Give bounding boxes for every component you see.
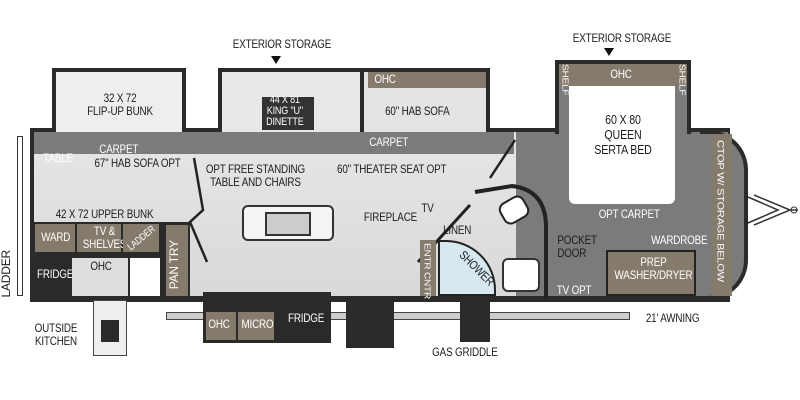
tv-label: TV bbox=[421, 201, 434, 215]
queen-label: 60 X 80 QUEEN SERTA BED bbox=[594, 112, 652, 157]
table-label: TABLE bbox=[43, 151, 73, 165]
ohc-kitchen bbox=[206, 312, 236, 340]
outdoor-kitchen-sink bbox=[72, 258, 128, 296]
outside-kitchen-label: OUTSIDE KITCHEN bbox=[34, 321, 78, 348]
washer-dryer bbox=[606, 250, 696, 296]
ohc-bunk-label: OHC bbox=[90, 259, 112, 273]
dinette-label: 44 X 81 KING "U" DINETTE bbox=[266, 94, 304, 128]
queen-bed bbox=[569, 86, 675, 204]
awning-label: 21' AWNING bbox=[645, 311, 700, 325]
bunk-cabinet bbox=[130, 258, 160, 296]
ctop-label: CTOP W/ STORAGE BELOW bbox=[714, 140, 725, 282]
carpet-strip bbox=[34, 132, 514, 154]
prep-wd-label: PREP WASHER/DRYER bbox=[614, 255, 693, 282]
arrow-down-icon bbox=[271, 56, 281, 64]
tv-shelves-label: TV & SHELVES bbox=[82, 224, 127, 251]
exterior-storage-1-label: EXTERIOR STORAGE bbox=[232, 37, 332, 51]
ward-label: WARD bbox=[41, 230, 71, 244]
pantry-label: PAN TRY bbox=[167, 240, 181, 290]
entertainment-center bbox=[420, 240, 436, 296]
fridge-bunk-label: FRIDGE bbox=[36, 267, 74, 281]
microwave bbox=[238, 312, 274, 340]
awning bbox=[166, 312, 630, 320]
countertop bbox=[712, 134, 732, 296]
entr-cntr-label: ENTR CNTR bbox=[421, 243, 432, 299]
shelf-right-label: SHELF bbox=[676, 64, 687, 96]
carpet-left-label: CARPET bbox=[99, 142, 139, 156]
theater-label: 60" THEATER SEAT OPT bbox=[337, 162, 447, 176]
bathroom-sink bbox=[502, 258, 540, 292]
ohc-sofa-label: OHC bbox=[374, 72, 396, 86]
micro-label: MICRO bbox=[241, 317, 274, 331]
fireplace-label: FIREPLACE bbox=[363, 210, 418, 224]
outside-kitchen bbox=[93, 300, 127, 356]
fridge-main-label: FRIDGE bbox=[287, 311, 325, 325]
pantry bbox=[166, 225, 188, 296]
ohc-kitchen-label: OHC bbox=[208, 317, 230, 331]
entry-steps bbox=[346, 300, 394, 348]
opt-carpet-label: OPT CARPET bbox=[598, 207, 660, 221]
ohc-bed-label: OHC bbox=[610, 67, 632, 81]
flip-up-bunk bbox=[52, 68, 186, 132]
carpet-mid-label: CARPET bbox=[369, 135, 409, 149]
sink-icon bbox=[265, 212, 311, 236]
gas-griddle-label: GAS GRIDDLE bbox=[432, 345, 498, 359]
dinette-table bbox=[262, 97, 314, 130]
free-table-label: OPT FREE STANDING TABLE AND CHAIRS bbox=[205, 162, 305, 189]
exterior-storage-2-label: EXTERIOR STORAGE bbox=[572, 31, 672, 45]
pocket-door-label: POCKET DOOR bbox=[557, 233, 597, 260]
hab-sofa-opt-label: 67" HAB SOFA OPT bbox=[94, 156, 181, 170]
ohc-sofa bbox=[368, 72, 486, 88]
tv-opt-label: TV OPT bbox=[556, 283, 592, 297]
tv-shelves bbox=[77, 224, 121, 252]
shelf-left-label: SHELF bbox=[559, 64, 570, 96]
linen-label: LINEN bbox=[443, 223, 472, 237]
bunk-ladder bbox=[123, 224, 159, 252]
arrow-down-icon bbox=[604, 48, 614, 56]
flip-bunk-label: 32 X 72 FLIP-UP BUNK bbox=[87, 91, 153, 118]
stove-icon bbox=[101, 320, 119, 342]
hitch-icon bbox=[748, 194, 798, 226]
hab-sofa-label: 60" HAB SOFA bbox=[385, 104, 450, 118]
wardrobe-label: WARDROBE bbox=[651, 233, 708, 247]
ohc-bed bbox=[559, 64, 687, 86]
exterior-ladder bbox=[17, 136, 23, 296]
gas-griddle bbox=[460, 302, 490, 342]
upper-bunk-label: 42 X 72 UPPER BUNK bbox=[55, 207, 154, 221]
ward bbox=[35, 224, 75, 252]
